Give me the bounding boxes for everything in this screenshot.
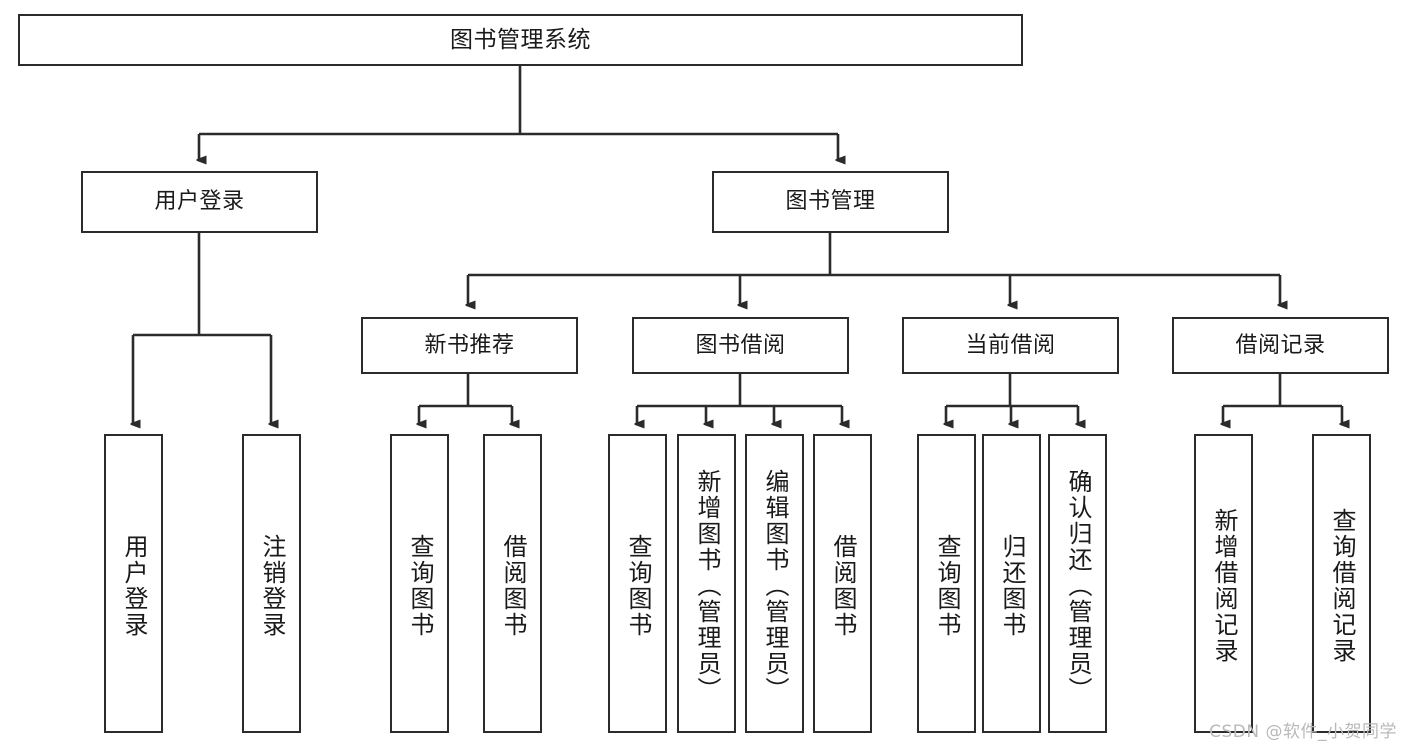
node-current-borrow-label: 当前借阅: [965, 332, 1056, 358]
leaf-current-query-book[interactable]: 查询图书: [917, 434, 976, 733]
leaf-borrow-edit-book[interactable]: 编辑图书（管理员）: [745, 434, 804, 733]
leaf-recommend-query-book-label: 查询图书: [405, 533, 434, 638]
leaf-recommend-query-book[interactable]: 查询图书: [390, 434, 449, 733]
node-book-manage-label: 图书管理: [785, 189, 876, 215]
node-new-book-recommend[interactable]: 新书推荐: [361, 317, 578, 374]
leaf-borrow-add-book-label: 新增图书（管理员）: [692, 468, 721, 703]
node-user-login-label: 用户登录: [154, 189, 245, 215]
leaf-current-confirm-return-label: 确认归还（管理员）: [1063, 468, 1092, 703]
leaf-user-logout-label: 注销登录: [257, 533, 286, 638]
leaf-recommend-borrow-book[interactable]: 借阅图书: [483, 434, 542, 733]
node-book-borrow[interactable]: 图书借阅: [632, 317, 849, 374]
node-book-borrow-label: 图书借阅: [695, 332, 786, 358]
leaf-current-return-book[interactable]: 归还图书: [982, 434, 1041, 733]
leaf-borrow-borrow-book-label: 借阅图书: [828, 533, 857, 638]
node-new-book-recommend-label: 新书推荐: [424, 332, 515, 358]
node-borrow-record[interactable]: 借阅记录: [1172, 317, 1389, 374]
leaf-borrow-borrow-book[interactable]: 借阅图书: [813, 434, 872, 733]
leaf-user-login-label: 用户登录: [119, 533, 148, 638]
watermark: CSDN @软件_小贺同学: [1209, 722, 1397, 742]
leaf-user-login[interactable]: 用户登录: [104, 434, 163, 733]
leaf-current-query-book-label: 查询图书: [932, 533, 961, 638]
node-user-login[interactable]: 用户登录: [81, 171, 318, 233]
leaf-borrow-query-book[interactable]: 查询图书: [608, 434, 667, 733]
leaf-user-logout[interactable]: 注销登录: [242, 434, 301, 733]
leaf-borrow-query-book-label: 查询图书: [623, 533, 652, 638]
leaf-recommend-borrow-book-label: 借阅图书: [498, 533, 527, 638]
leaf-record-add-label: 新增借阅记录: [1209, 507, 1238, 664]
leaf-borrow-edit-book-label: 编辑图书（管理员）: [760, 468, 789, 703]
node-borrow-record-label: 借阅记录: [1235, 332, 1326, 358]
leaf-record-query-label: 查询借阅记录: [1327, 507, 1356, 664]
node-book-manage[interactable]: 图书管理: [712, 171, 949, 233]
node-root-label: 图书管理系统: [450, 26, 591, 53]
leaf-record-add[interactable]: 新增借阅记录: [1194, 434, 1253, 733]
leaf-borrow-add-book[interactable]: 新增图书（管理员）: [677, 434, 736, 733]
node-current-borrow[interactable]: 当前借阅: [902, 317, 1119, 374]
leaf-current-confirm-return[interactable]: 确认归还（管理员）: [1048, 434, 1107, 733]
leaf-record-query[interactable]: 查询借阅记录: [1312, 434, 1371, 733]
leaf-current-return-book-label: 归还图书: [997, 533, 1026, 638]
node-root[interactable]: 图书管理系统: [18, 14, 1023, 66]
